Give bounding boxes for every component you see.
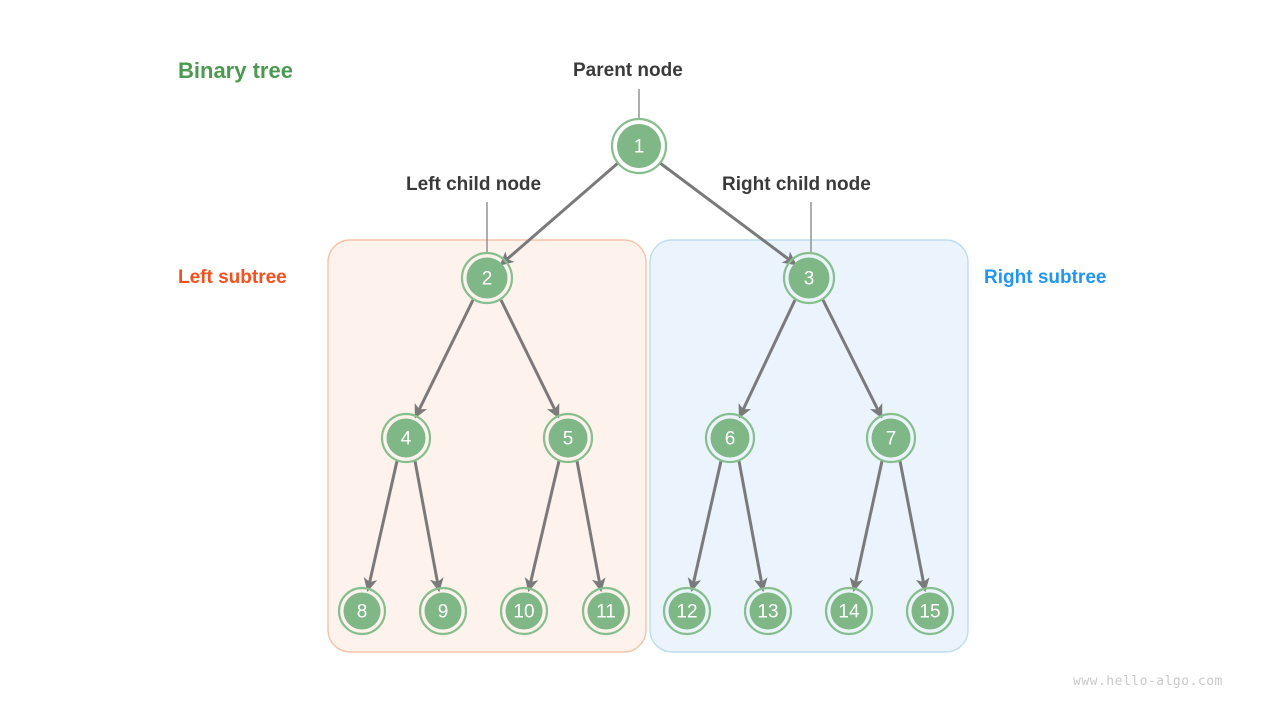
annotation-parent-node: Parent node <box>573 60 683 81</box>
edge-6-12 <box>687 460 723 593</box>
tree-node-label: 14 <box>838 602 860 623</box>
tree-node-12[interactable]: 12 <box>662 586 712 636</box>
edge-7-15 <box>898 460 930 593</box>
tree-node-7[interactable]: 7 <box>865 412 917 464</box>
annotation-left-child-node: Left child node <box>406 174 542 195</box>
tree-node-8[interactable]: 8 <box>337 586 387 636</box>
edge-1-3 <box>659 161 797 266</box>
tree-node-5[interactable]: 5 <box>542 412 594 464</box>
tree-node-label: 6 <box>725 429 736 450</box>
tree-node-label: 10 <box>513 602 534 623</box>
annotation-right-subtree: Right subtree <box>984 267 1107 288</box>
diagram-title: Binary tree <box>178 58 293 83</box>
edge-3-7 <box>821 299 883 419</box>
tree-nodes: 1 2 3 4 5 <box>337 117 955 636</box>
tree-edges <box>363 161 930 593</box>
edge-2-4 <box>414 299 475 419</box>
edge-5-11 <box>575 460 606 593</box>
tree-node-label: 9 <box>438 602 449 623</box>
tree-node-label: 2 <box>482 269 493 290</box>
tree-node-label: 15 <box>919 602 940 623</box>
edge-4-8 <box>363 460 399 593</box>
tree-node-label: 12 <box>676 602 697 623</box>
tree-node-6[interactable]: 6 <box>704 412 756 464</box>
tree-node-label: 13 <box>757 602 778 623</box>
edge-4-9 <box>413 460 444 593</box>
tree-node-11[interactable]: 11 <box>581 586 631 636</box>
tree-node-13[interactable]: 13 <box>743 586 793 636</box>
edge-5-10 <box>524 460 561 593</box>
tree-node-2[interactable]: 2 <box>460 251 514 305</box>
edge-6-13 <box>737 460 768 593</box>
tree-node-9[interactable]: 9 <box>418 586 468 636</box>
tree-node-1[interactable]: 1 <box>610 117 668 175</box>
edge-7-14 <box>849 460 884 593</box>
tree-node-label: 11 <box>596 602 616 623</box>
edge-1-2 <box>499 161 619 266</box>
tree-node-label: 7 <box>886 429 897 450</box>
annotation-right-child-node: Right child node <box>722 174 871 195</box>
tree-node-label: 4 <box>401 429 412 450</box>
annotation-left-subtree: Left subtree <box>178 267 287 288</box>
edge-2-5 <box>499 299 560 419</box>
edge-3-6 <box>738 299 797 419</box>
tree-node-3[interactable]: 3 <box>782 251 836 305</box>
tree-node-14[interactable]: 14 <box>824 586 874 636</box>
tree-node-label: 1 <box>634 137 645 158</box>
tree-node-label: 3 <box>804 269 815 290</box>
tree-node-label: 8 <box>357 602 368 623</box>
tree-node-label: 5 <box>563 429 574 450</box>
right-subtree-panel <box>649 239 969 653</box>
tree-node-10[interactable]: 10 <box>499 586 549 636</box>
watermark: www.hello-algo.com <box>1073 674 1223 689</box>
leader-lines <box>486 89 812 252</box>
tree-node-4[interactable]: 4 <box>380 412 432 464</box>
tree-node-15[interactable]: 15 <box>905 586 955 636</box>
